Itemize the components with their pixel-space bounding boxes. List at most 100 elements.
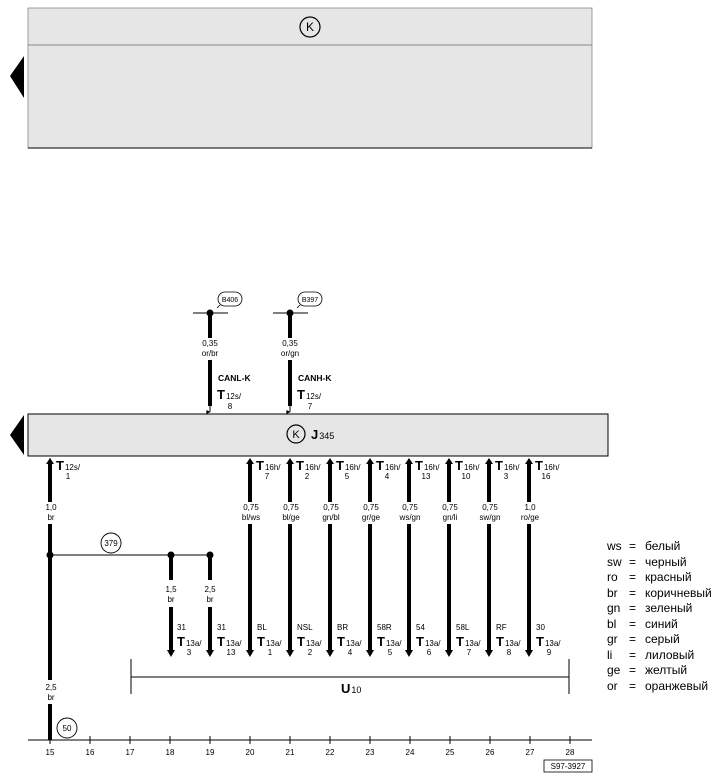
component-u10: U10 [130,659,570,696]
connector-label: T13a/ [377,634,402,649]
pin-label: 3 [187,648,192,657]
left-marker-icon [10,415,24,455]
pin-label: 3 [504,472,509,481]
connector-label: T16h/ [296,458,321,473]
connector-label: T13a/ [257,634,282,649]
term-label: RF [496,623,507,632]
connector-label: T13a/ [297,634,322,649]
ruler-label: 25 [446,748,455,757]
signal-label: CANH-K [298,373,332,383]
wire-gauge: 0,75 [283,503,299,512]
legend-name: синий [645,616,678,631]
legend-code: ro [607,570,618,584]
wire-gauge: 2,5 [204,585,216,594]
wire-gauge: 2,5 [45,683,57,692]
legend-code: sw [607,554,622,569]
legend-code: li [607,647,613,662]
legend-eq: = [629,678,637,693]
wire-gauge: 0,75 [402,503,418,512]
term-label: BL [257,623,267,632]
pin-label: 6 [427,648,432,657]
pin-label: 5 [388,648,393,657]
connector-label: T16h/ [415,458,440,473]
legend-row: gn=зеленый [607,601,712,617]
connector-label: T16h/ [455,458,480,473]
legend-name: желтый [645,663,688,677]
legend-code: gn [607,601,621,615]
wire-color: ro/ge [521,513,540,522]
ruler-label: 21 [286,748,295,757]
wire-gauge: 1,0 [524,503,536,512]
ruler-label: 19 [206,748,215,757]
legend-code: ge [607,663,621,677]
ground-ref-icon [56,717,78,739]
wire-color: or/gn [281,349,299,358]
connector-label: T16h/ [336,458,361,473]
pin-label: 4 [348,648,353,657]
ruler-label: 22 [326,748,335,757]
ruler-label: 28 [566,748,575,757]
pin-label: 7 [308,402,313,411]
splice-ref: 379 [104,539,118,548]
ruler-label: 17 [126,748,135,757]
wire-gauge: 0,75 [482,503,498,512]
ruler-label: 16 [86,748,95,757]
legend-row: ro = красный [607,570,712,586]
wire-ref: B406 [222,297,238,304]
connector-label: T16h/ [535,458,560,473]
legend-eq: = [629,570,637,584]
splice-ref-icon [100,532,122,554]
pin-label: 2 [305,472,310,481]
term-label: 30 [536,623,545,632]
connector-label: T13a/ [217,634,242,649]
legend-code: br [607,585,618,600]
connector-label: T13a/ [536,634,561,649]
ground-wire: T12s/ 1 1,0 br 379 2,5 br 50 [45,458,210,740]
wire-color: br [47,693,54,702]
legend-row: or=оранжевый [607,679,712,695]
upper-wire-canl: B406 0,35 or/br CANL-K T12s/ 8 [193,291,251,414]
legend-code: bl [607,616,617,631]
ruler-label: 18 [166,748,175,757]
control-unit-name: J345 [311,427,334,442]
legend-eq: = [629,554,637,569]
wire-color: ws/gn [399,513,421,522]
legend-name: красный [645,570,692,584]
wire-color: sw/gn [480,513,501,522]
wire-gauge: 1,5 [165,585,177,594]
wire-gauge: 0,35 [202,339,218,348]
wire-color: gn/bl [322,513,340,522]
legend-name: оранжевый [645,678,709,693]
term-label: 54 [416,623,425,632]
ground-ref: 50 [63,724,72,733]
ruler-label: 20 [246,748,255,757]
wire-color: bl/ws [242,513,260,522]
wire-gauge: 1,0 [45,503,57,512]
upper-wire-canh: B397 0,35 or/gn CANH-K T12s/ 7 [273,291,332,414]
legend-row: gr=серый [607,632,712,648]
connector-label: T16h/ [256,458,281,473]
pin-label: 8 [507,648,512,657]
connector-label: T13a/ [416,634,441,649]
connector-label: T13a/ [177,634,202,649]
connector-label: T12s/ [56,458,81,473]
legend-row: bl = синий [607,617,712,633]
signal-label: CANL-K [218,373,251,383]
legend-eq: = [629,616,637,631]
ruler-label: 15 [46,748,55,757]
legend-row: br=коричневый [607,586,712,602]
term-label: 31 [177,623,186,632]
wire-gauge: 0,75 [243,503,259,512]
wire-color: br [167,595,174,604]
legend-row: li=лиловый [607,648,712,664]
wire-color: or/br [202,349,219,358]
connector-label: T13a/ [456,634,481,649]
wire-gauge: 0,75 [442,503,458,512]
